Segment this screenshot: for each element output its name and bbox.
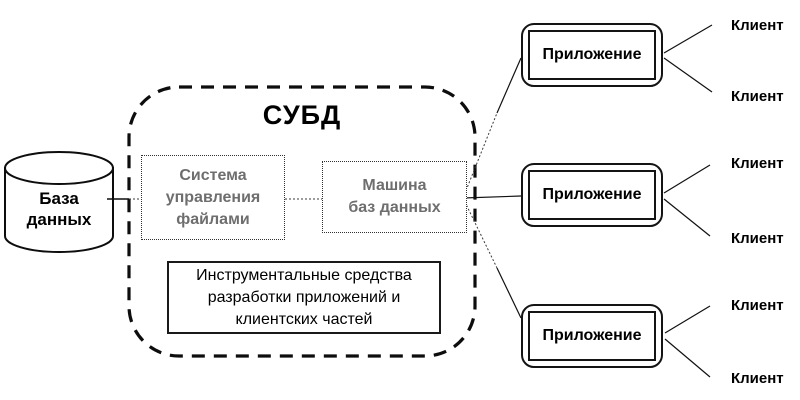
file-manager-line3: файлами	[176, 210, 250, 228]
client-label-2: Клиент	[731, 88, 784, 105]
client-label-1: Клиент	[731, 17, 784, 34]
database-label-line2: данных	[26, 210, 92, 229]
application-box-1-label: Приложение	[528, 30, 656, 80]
engine-to-app2-line	[462, 195, 522, 199]
database-cylinder-shape	[4, 151, 114, 253]
application-box-2-label: Приложение	[528, 170, 656, 220]
application-box-3: Приложение	[521, 304, 663, 368]
engine-to-app1-line	[496, 57, 522, 114]
file-manager-line2: управления	[165, 188, 261, 206]
client-label-6: Клиент	[731, 370, 784, 387]
app2-to-client4-line	[663, 198, 711, 237]
dbms-title: СУБД	[262, 100, 342, 130]
client-label-3: Клиент	[731, 155, 784, 172]
app1-to-client2-line	[663, 57, 713, 93]
app3-to-client5-line	[664, 305, 711, 334]
app2-to-client3-line	[663, 164, 711, 194]
tools-line3: клиентских частей	[235, 310, 373, 328]
application-box-2: Приложение	[521, 163, 663, 227]
engine-to-app3-line	[496, 267, 522, 319]
tools-line1: Инструментальные средства	[196, 266, 412, 284]
db-engine-line2: баз данных	[348, 199, 441, 216]
app3-to-client6-line	[664, 338, 711, 378]
database-label-line1: База	[39, 189, 79, 208]
tools-box: Инструментальные средства разработки при…	[167, 261, 441, 334]
engine-to-app3-line-inner	[462, 197, 498, 269]
dbms-dashed-boundary	[127, 85, 477, 358]
tools-line2: разработки приложений и	[207, 288, 401, 306]
file-manager-line1: Система	[179, 166, 247, 184]
db-engine-line1: Машина	[362, 177, 427, 194]
database-label: База данных	[5, 188, 113, 230]
application-box-3-label: Приложение	[528, 311, 656, 361]
engine-to-app1-line-inner	[462, 112, 498, 199]
app1-to-client1-line	[663, 24, 713, 54]
application-box-1: Приложение	[521, 23, 663, 87]
client-label-5: Клиент	[731, 297, 784, 314]
file-manager-box: Система управления файлами	[141, 155, 285, 240]
db-engine-box: Машина баз данных	[322, 161, 467, 233]
client-label-4: Клиент	[731, 230, 784, 247]
